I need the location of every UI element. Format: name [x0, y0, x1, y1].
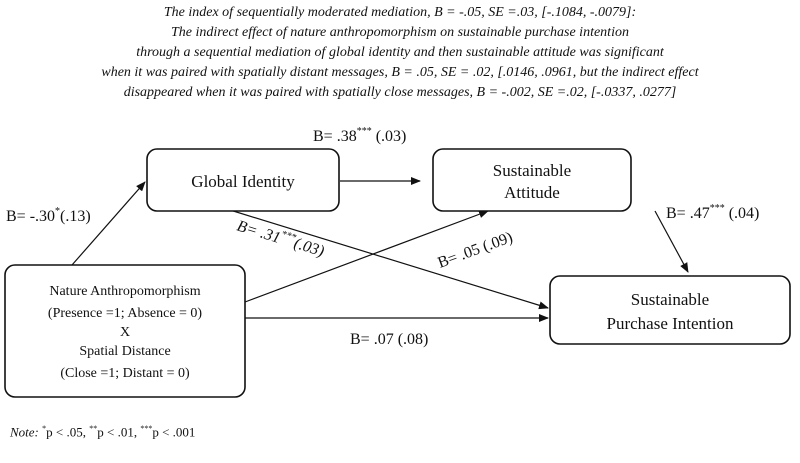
edge-label-predictor-to-gi: B= -.30*(.13): [6, 206, 91, 225]
edge-predictor-to-sa: [244, 210, 489, 303]
node-label: (Presence =1; Absence = 0): [48, 306, 203, 321]
edge-predictor-to-gi: [71, 181, 146, 266]
edge-label-predictor-to-sa: B= .05 (.09): [436, 229, 515, 272]
node-global-identity: Global Identity: [146, 148, 340, 212]
note-text: p < .01,: [97, 424, 141, 440]
header-line: The indirect effect of nature anthropomo…: [171, 25, 629, 40]
edges: [71, 177, 689, 322]
node-label: Spatial Distance: [79, 344, 170, 359]
node-label: (Close =1; Distant = 0): [60, 366, 190, 381]
note-star: ***: [140, 424, 153, 433]
node-label: Global Identity: [191, 172, 295, 191]
header-line: The index of sequentially moderated medi…: [163, 5, 637, 20]
header-line: when it was paired with spatially distan…: [101, 65, 699, 80]
note-star: **: [89, 424, 98, 433]
header-line: disappeared when it was paired with spat…: [123, 85, 677, 100]
node-label: Sustainable: [493, 161, 571, 180]
edge-label-predictor-to-pi: B= .07 (.08): [350, 331, 428, 348]
edge-label-sa-to-pi: B= .47*** (.04): [666, 203, 759, 222]
note-text: p < .05,: [46, 424, 90, 440]
node-purchase-intention: Sustainable Purchase Intention: [549, 275, 791, 345]
node-label: Purchase Intention: [607, 314, 734, 333]
node-label: Sustainable: [631, 290, 709, 309]
edge-label-gi-to-pi: B= .31***(.03): [235, 216, 327, 261]
note-label: Note:: [10, 424, 39, 440]
node-label: Attitude: [504, 183, 560, 202]
node-sustainable-attitude: Sustainable Attitude: [432, 148, 632, 212]
note-star: *: [42, 424, 47, 433]
significance-note: Note: *p < .05, **p < .01, ***p < .001: [10, 424, 195, 440]
node-label: Nature Anthropomorphism: [49, 284, 200, 299]
header-text: The index of sequentially moderated medi…: [0, 3, 800, 103]
node-label: X: [120, 325, 130, 340]
note-text: p < .001: [152, 424, 196, 440]
edge-label-gi-to-sa: B= .38*** (.03): [313, 126, 406, 145]
node-predictor: Nature Anthropomorphism (Presence =1; Ab…: [4, 264, 246, 398]
edge-sa-to-pi: [654, 210, 689, 273]
header-line: through a sequential mediation of global…: [136, 45, 664, 60]
edge-gi-to-pi: [229, 209, 549, 310]
